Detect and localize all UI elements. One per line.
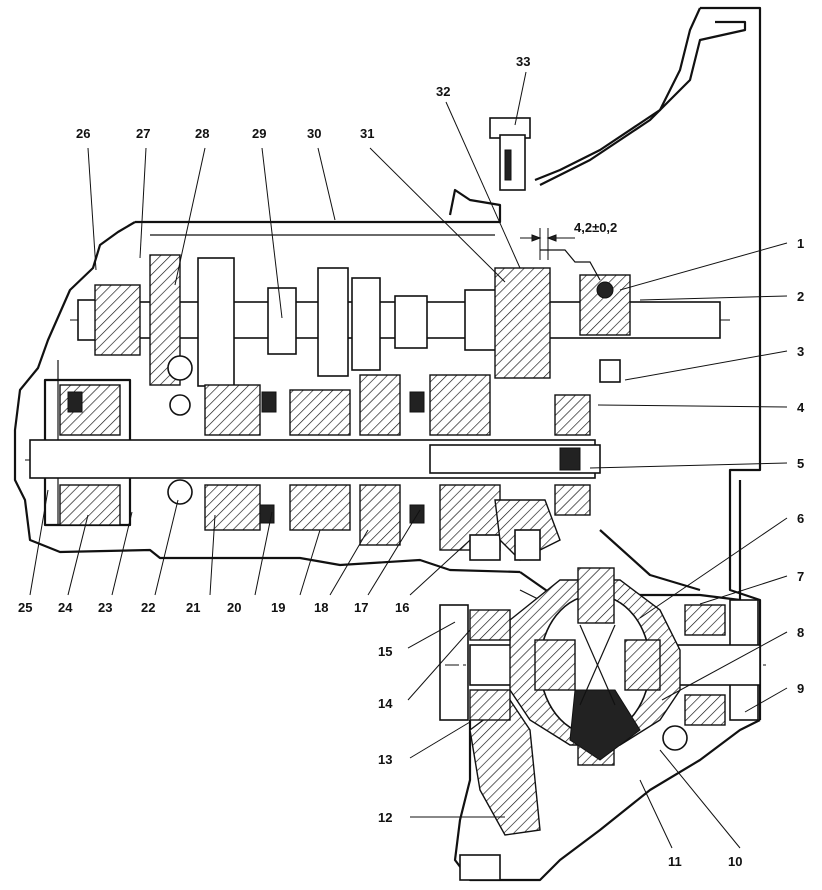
callout-18: 18 — [314, 600, 328, 615]
callout-22: 22 — [141, 600, 155, 615]
callout-11: 11 — [668, 854, 682, 869]
callout-33: 33 — [516, 54, 530, 69]
differential-assembly — [445, 499, 770, 881]
input-shaft-assembly — [70, 249, 730, 387]
callout-14: 14 — [378, 696, 393, 711]
gearbox-housing — [13, 6, 762, 882]
callout-13: 13 — [378, 752, 392, 767]
leader-lines — [29, 71, 788, 849]
callout-17: 17 — [354, 600, 368, 615]
callout-labels: 1 2 3 4 5 6 7 8 9 10 11 12 13 14 15 16 1… — [18, 54, 805, 869]
callout-20: 20 — [227, 600, 241, 615]
callout-21: 21 — [186, 600, 200, 615]
callout-31: 31 — [360, 126, 374, 141]
callout-27: 27 — [136, 126, 150, 141]
callout-10: 10 — [728, 854, 742, 869]
callout-24: 24 — [58, 600, 73, 615]
callout-25: 25 — [18, 600, 32, 615]
callout-30: 30 — [307, 126, 321, 141]
output-shaft-assembly — [25, 374, 601, 561]
callout-7: 7 — [797, 569, 804, 584]
callout-16: 16 — [395, 600, 409, 615]
callout-4: 4 — [797, 400, 805, 415]
dimension-text: 4,2±0,2 — [574, 220, 617, 235]
callout-28: 28 — [195, 126, 209, 141]
callout-3: 3 — [797, 344, 804, 359]
callout-5: 5 — [797, 456, 804, 471]
callout-9: 9 — [797, 681, 804, 696]
breather-plug — [489, 117, 531, 191]
callout-26: 26 — [76, 126, 90, 141]
callout-29: 29 — [252, 126, 266, 141]
gap-dimension: 4,2±0,2 — [520, 220, 617, 260]
callout-1: 1 — [797, 236, 804, 251]
callout-12: 12 — [378, 810, 392, 825]
callout-6: 6 — [797, 511, 804, 526]
callout-15: 15 — [378, 644, 392, 659]
callout-32: 32 — [436, 84, 450, 99]
callout-8: 8 — [797, 625, 804, 640]
callout-2: 2 — [797, 289, 804, 304]
callout-23: 23 — [98, 600, 112, 615]
callout-19: 19 — [271, 600, 285, 615]
